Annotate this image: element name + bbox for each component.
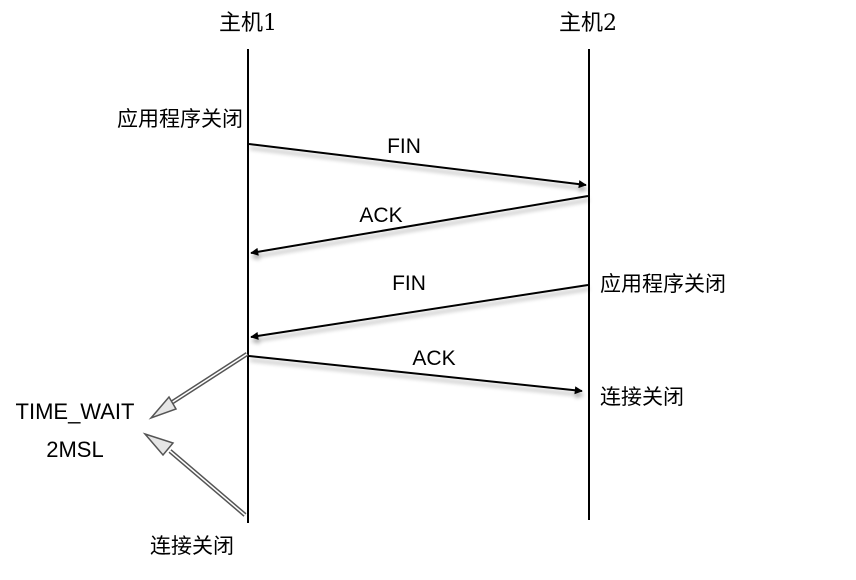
- host1-label: 主机1: [219, 11, 277, 36]
- time-wait-arrow-top: [148, 352, 249, 420]
- message-ack-1: ACK: [250, 195, 589, 256]
- time-wait-arrow-bottom: [142, 432, 247, 517]
- message-fin-2: FIN: [250, 272, 589, 340]
- message-fin-1-label: FIN: [387, 135, 421, 158]
- host2-app-close-label: 应用程序关闭: [600, 272, 726, 296]
- host2-label: 主机2: [559, 11, 617, 36]
- message-fin-2-arrow: [250, 284, 589, 340]
- message-fin-1: FIN: [248, 135, 587, 189]
- host2-conn-closed-label: 连接关闭: [600, 385, 684, 409]
- message-ack-2-label: ACK: [412, 347, 455, 370]
- message-ack-2-arrow: [248, 355, 583, 395]
- message-ack-1-label: ACK: [359, 204, 402, 227]
- time-wait-label: TIME_WAIT: [16, 399, 135, 424]
- message-ack-2: ACK: [248, 347, 583, 395]
- message-ack-1-arrow: [250, 195, 589, 256]
- message-fin-1-arrow: [248, 143, 587, 189]
- two-msl-label: 2MSL: [46, 437, 103, 462]
- host1-app-close-label: 应用程序关闭: [117, 107, 243, 131]
- message-fin-2-label: FIN: [392, 272, 426, 295]
- host1-conn-closed-label: 连接关闭: [150, 534, 234, 558]
